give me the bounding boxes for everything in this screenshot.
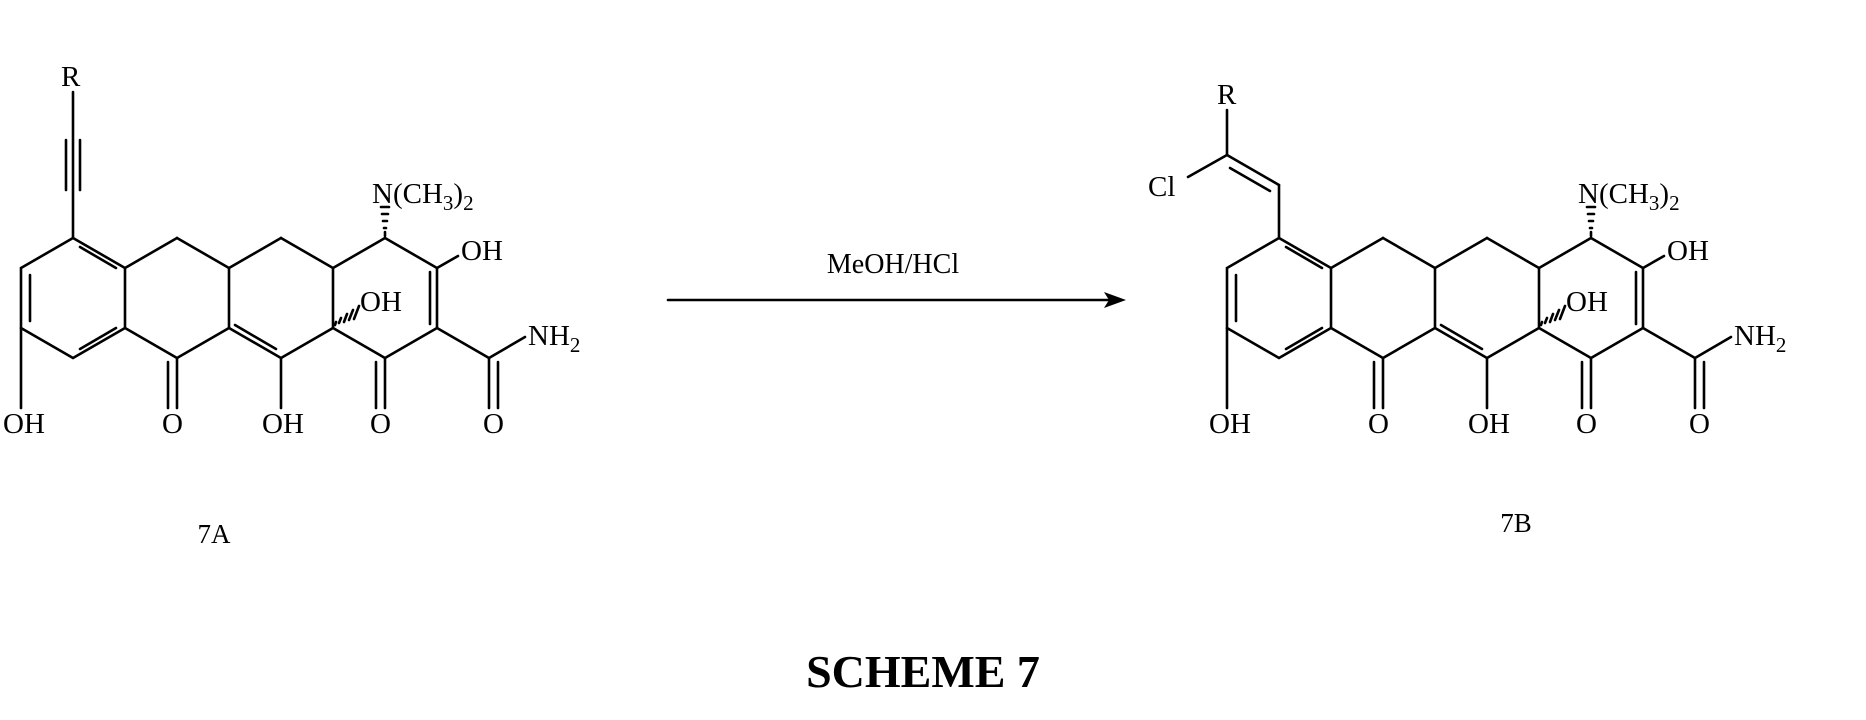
ketone-c11-label: O [162,408,183,440]
compound-7a-structure: R N(CH3)2 OH OH NH2 OH O OH O O [3,61,580,440]
chlorine-label: Cl [1148,171,1175,203]
hydroxyl-c12-label: OH [262,408,304,440]
hydroxyl-c10-label: OH [3,408,45,440]
compound-7a-atom-labels: R N(CH3)2 OH OH NH2 OH O OH O O [3,61,580,440]
ketone-c1-label: O [1576,408,1597,440]
reaction-arrow [668,292,1126,308]
amide-oxygen-label: O [1689,408,1710,440]
compound-7b-label: 7B [1500,508,1532,538]
compound-7a-label: 7A [198,519,232,549]
hydroxyl-c12a-label: OH [360,286,402,318]
amino-nh2-label: NH2 [528,320,580,357]
ketone-c1-label: O [370,408,391,440]
r-group-label: R [1217,79,1237,111]
amide-oxygen-label: O [483,408,504,440]
compound-7b-structure: R Cl N(CH3)2 OH OH NH2 OH O OH O O [1148,79,1786,440]
dimethylamino-label: N(CH3)2 [1578,178,1680,215]
compound-7a-bonds [21,92,525,408]
hydroxyl-c12-label: OH [1468,408,1510,440]
hydroxyl-c10-label: OH [1209,408,1251,440]
hydroxyl-c12a-label: OH [1566,286,1608,318]
compound-7b-bonds [1188,110,1731,408]
r-group-label: R [61,61,81,93]
ketone-c11-label: O [1368,408,1389,440]
dimethylamino-label: N(CH3)2 [372,178,474,215]
hydroxyl-c3-label: OH [461,235,503,267]
hydroxyl-c3-label: OH [1667,235,1709,267]
scheme-title: SCHEME 7 [806,646,1040,697]
reaction-conditions: MeOH/HCl [827,249,959,280]
amino-nh2-label: NH2 [1734,320,1786,357]
